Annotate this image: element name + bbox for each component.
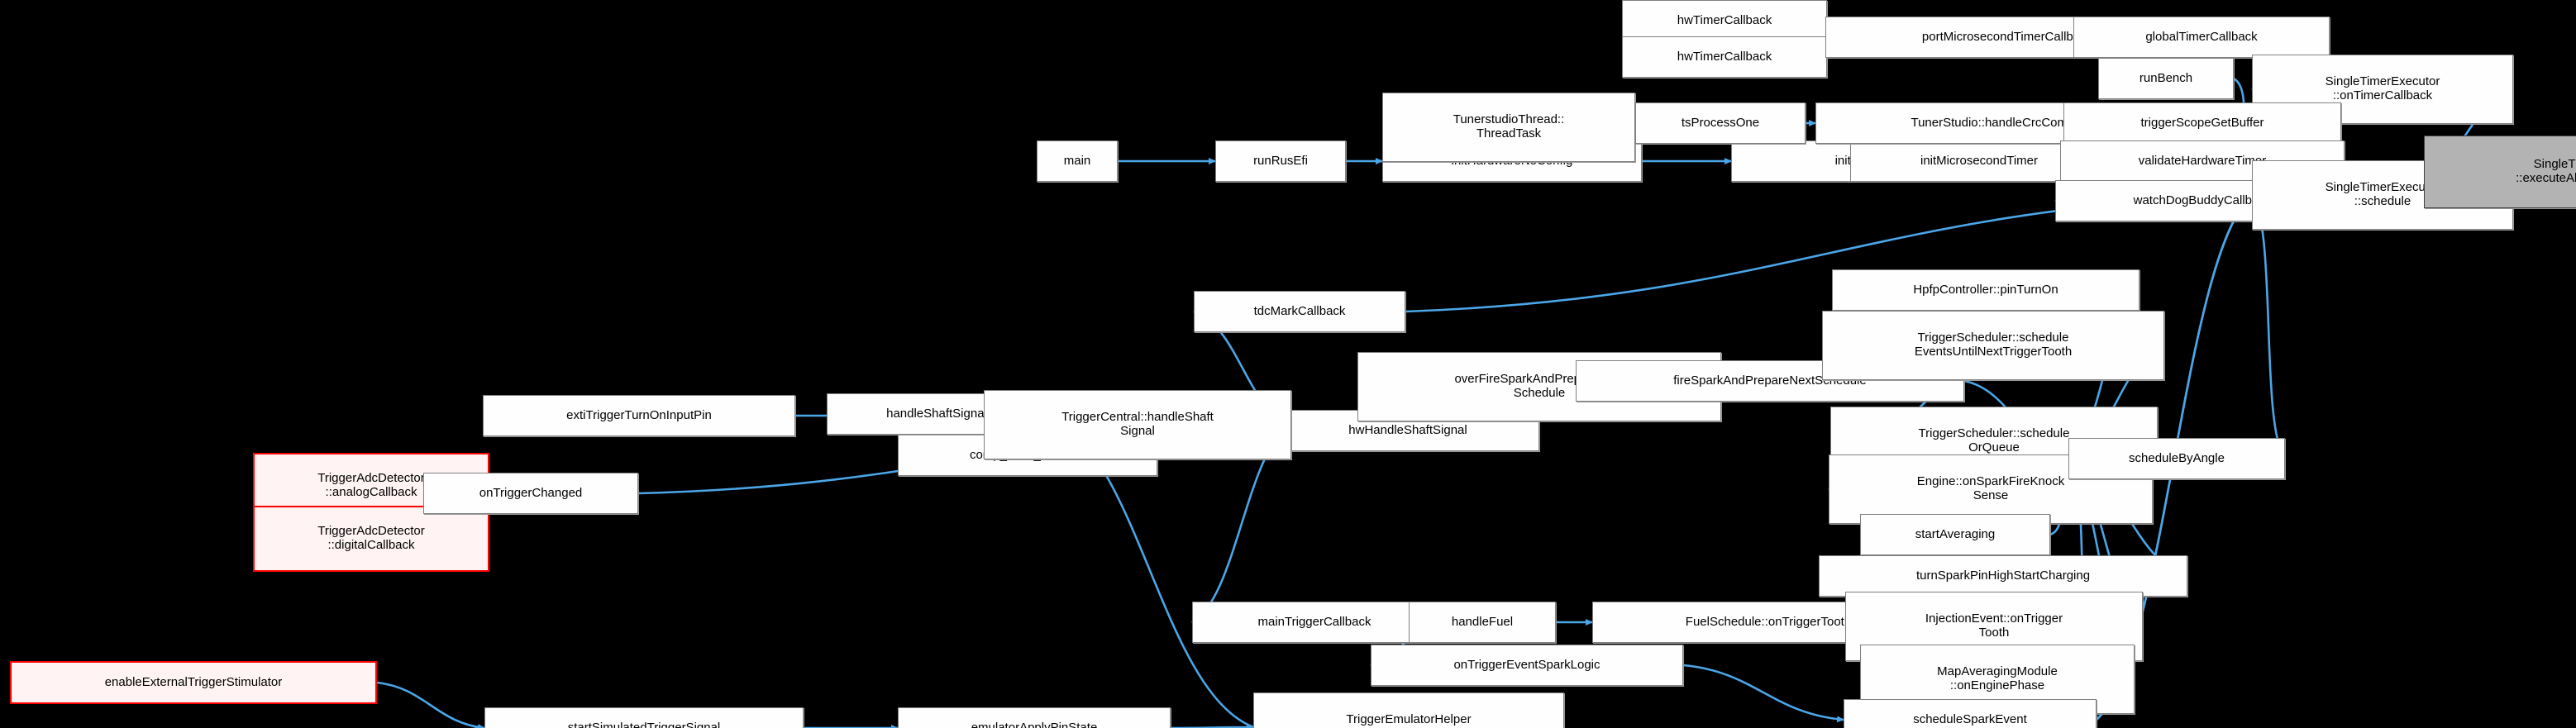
graph-node-label: tdcMarkCallback [1253, 303, 1346, 318]
graph-node-label: Engine::onSparkFireKnock Sense [1916, 474, 2065, 502]
graph-node-enableExternalTriggerStimulator[interactable]: enableExternalTriggerStimulator [10, 661, 377, 704]
graph-node-label: scheduleSparkEvent [1913, 711, 2027, 726]
graph-node-globalTimerCallback[interactable]: globalTimerCallback [2073, 17, 2330, 58]
graph-node-label: runBench [2139, 70, 2193, 85]
graph-node-hwTimerCallback1[interactable]: hwTimerCallback [1622, 0, 1827, 41]
graph-node-label: TunerstudioThread:: ThreadTask [1453, 112, 1565, 140]
graph-node-label: hwHandleShaftSignal [1348, 422, 1467, 437]
graph-node-startSimulatedTriggerSignal[interactable]: startSimulatedTriggerSignal [484, 707, 804, 728]
graph-node-label: startAveraging [1915, 526, 1996, 541]
graph-node-label: extiTriggerTurnOnInputPin [566, 407, 712, 422]
graph-node-label: handleFuel [1451, 614, 1514, 629]
graph-node-label: onTriggerEventSparkLogic [1453, 657, 1600, 672]
graph-node-label: tsProcessOne [1681, 115, 1760, 130]
graph-node-label: runRusEfi [1253, 153, 1308, 168]
graph-node-tdcMarkCallback[interactable]: tdcMarkCallback [1194, 291, 1405, 332]
graph-node-label: scheduleByAngle [2129, 450, 2225, 465]
graph-node-startAveraging[interactable]: startAveraging [1860, 514, 2050, 555]
graph-node-label: fireSparkAndPrepareNextSchedule [1673, 373, 1867, 388]
graph-node-label: SingleTimerExecutor ::schedule [2325, 180, 2440, 208]
graph-node-label: handleShaftSignal [886, 406, 987, 421]
graph-node-label: hwTimerCallback [1677, 12, 1772, 27]
graph-node-hwTimerCallback2[interactable]: hwTimerCallback [1622, 36, 1827, 78]
graph-node-label: enableExternalTriggerStimulator [104, 674, 283, 689]
graph-node-label: TriggerScheduler::schedule EventsUntilNe… [1914, 331, 2073, 359]
graph-node-main[interactable]: main [1037, 140, 1118, 182]
graph-node-extiTriggerTurnOnInputPin[interactable]: extiTriggerTurnOnInputPin [483, 395, 795, 436]
graph-node-onTriggerChanged[interactable]: onTriggerChanged [423, 473, 638, 514]
graph-node-label: FuelSchedule::onTriggerTooth [1685, 614, 1852, 629]
graph-node-label: HpfpController::pinTurnOn [1913, 282, 2058, 297]
graph-node-label: turnSparkPinHighStartCharging [1915, 568, 2091, 583]
graph-node-handleFuel[interactable]: handleFuel [1409, 602, 1556, 643]
graph-node-label: InjectionEvent::onTrigger Tooth [1925, 611, 2063, 640]
graph-node-onTriggerEventSparkLogic[interactable]: onTriggerEventSparkLogic [1371, 645, 1683, 686]
graph-node-label: emulatorApplyPinState [971, 720, 1098, 728]
graph-node-mainTriggerCallback[interactable]: mainTriggerCallback [1192, 602, 1437, 643]
graph-node-label: TriggerCentral::handleShaft Signal [1061, 410, 1214, 438]
graph-node-triggerScopeGetBuffer[interactable]: triggerScopeGetBuffer [2063, 102, 2341, 144]
graph-node-tsProcessOne[interactable]: tsProcessOne [1635, 102, 1806, 144]
graph-node-label: startSimulatedTriggerSignal [567, 720, 721, 728]
graph-node-label: main [1063, 153, 1091, 168]
graph-node-label: globalTimerCallback [2145, 29, 2258, 44]
graph-node-TriggerEmulatorHelper[interactable]: TriggerEmulatorHelper ::handleEmulatorCa… [1253, 692, 1564, 728]
graph-node-scheduleByAngle[interactable]: scheduleByAngle [2068, 438, 2285, 479]
graph-node-label: SingleTimerExecutor ::onTimerCallback [2325, 74, 2440, 102]
graph-node-label: TriggerScheduler::schedule OrQueue [1918, 426, 2070, 454]
graph-node-label: portMicrosecondTimerCallback [1921, 29, 2093, 44]
graph-node-label: initMicrosecondTimer [1920, 153, 2038, 168]
graph-node-scheduleSparkEvent[interactable]: scheduleSparkEvent [1844, 699, 2097, 728]
graph-node-label: mainTriggerCallback [1257, 614, 1371, 629]
graph-node-label: validateHardwareTimer [2138, 153, 2267, 168]
graph-node-TriggerAdcDetectorDigital[interactable]: TriggerAdcDetector ::digitalCallback [253, 506, 489, 572]
graph-edge [1682, 664, 1844, 723]
graph-node-fireSparkAndPrepareNextSchedule[interactable]: fireSparkAndPrepareNextSchedule [1576, 360, 1964, 402]
graph-node-runRusEfi[interactable]: runRusEfi [1215, 140, 1346, 182]
graph-node-label: TriggerAdcDetector ::digitalCallback [317, 524, 425, 552]
graph-node-TriggerCentralHandleShaftSignal[interactable]: TriggerCentral::handleShaft Signal [984, 390, 1291, 459]
graph-node-TriggerSchedulerScheduleEvents[interactable]: TriggerScheduler::schedule EventsUntilNe… [1822, 311, 2164, 380]
graph-node-label: TriggerAdcDetector ::analogCallback [317, 471, 425, 499]
graph-edge [376, 681, 485, 728]
graph-node-emulatorApplyPinState[interactable]: emulatorApplyPinState [898, 707, 1171, 728]
graph-node-HpfpControllerPinTurnOn[interactable]: HpfpController::pinTurnOn [1832, 269, 2140, 311]
graph-node-label: triggerScopeGetBuffer [2140, 115, 2264, 130]
graph-node-runBench[interactable]: runBench [2098, 58, 2234, 99]
graph-node-label: TunerStudio::handleCrcCommand [1911, 115, 2099, 130]
graph-node-TunerstudioThreadThreadTask[interactable]: TunerstudioThread:: ThreadTask [1382, 93, 1635, 162]
graph-node-SingleTimerExecutorExecuteAll[interactable]: SingleTimerExecutor ::executeAllPendingA… [2424, 136, 2576, 208]
graph-node-label: TriggerEmulatorHelper ::handleEmulatorCa… [1338, 712, 1480, 728]
graph-edge [2250, 194, 2287, 459]
graph-node-turnSparkPinHighStartCharging[interactable]: turnSparkPinHighStartCharging [1819, 555, 2187, 597]
graph-node-label: SingleTimerExecutor ::executeAllPendingA… [2516, 157, 2576, 185]
graph-node-label: watchDogBuddyCallback [2133, 193, 2272, 207]
graph-node-label: onTriggerChanged [479, 485, 583, 500]
graph-node-label: hwTimerCallback [1677, 49, 1772, 64]
graph-node-label: MapAveragingModule ::onEnginePhase [1937, 664, 2058, 692]
